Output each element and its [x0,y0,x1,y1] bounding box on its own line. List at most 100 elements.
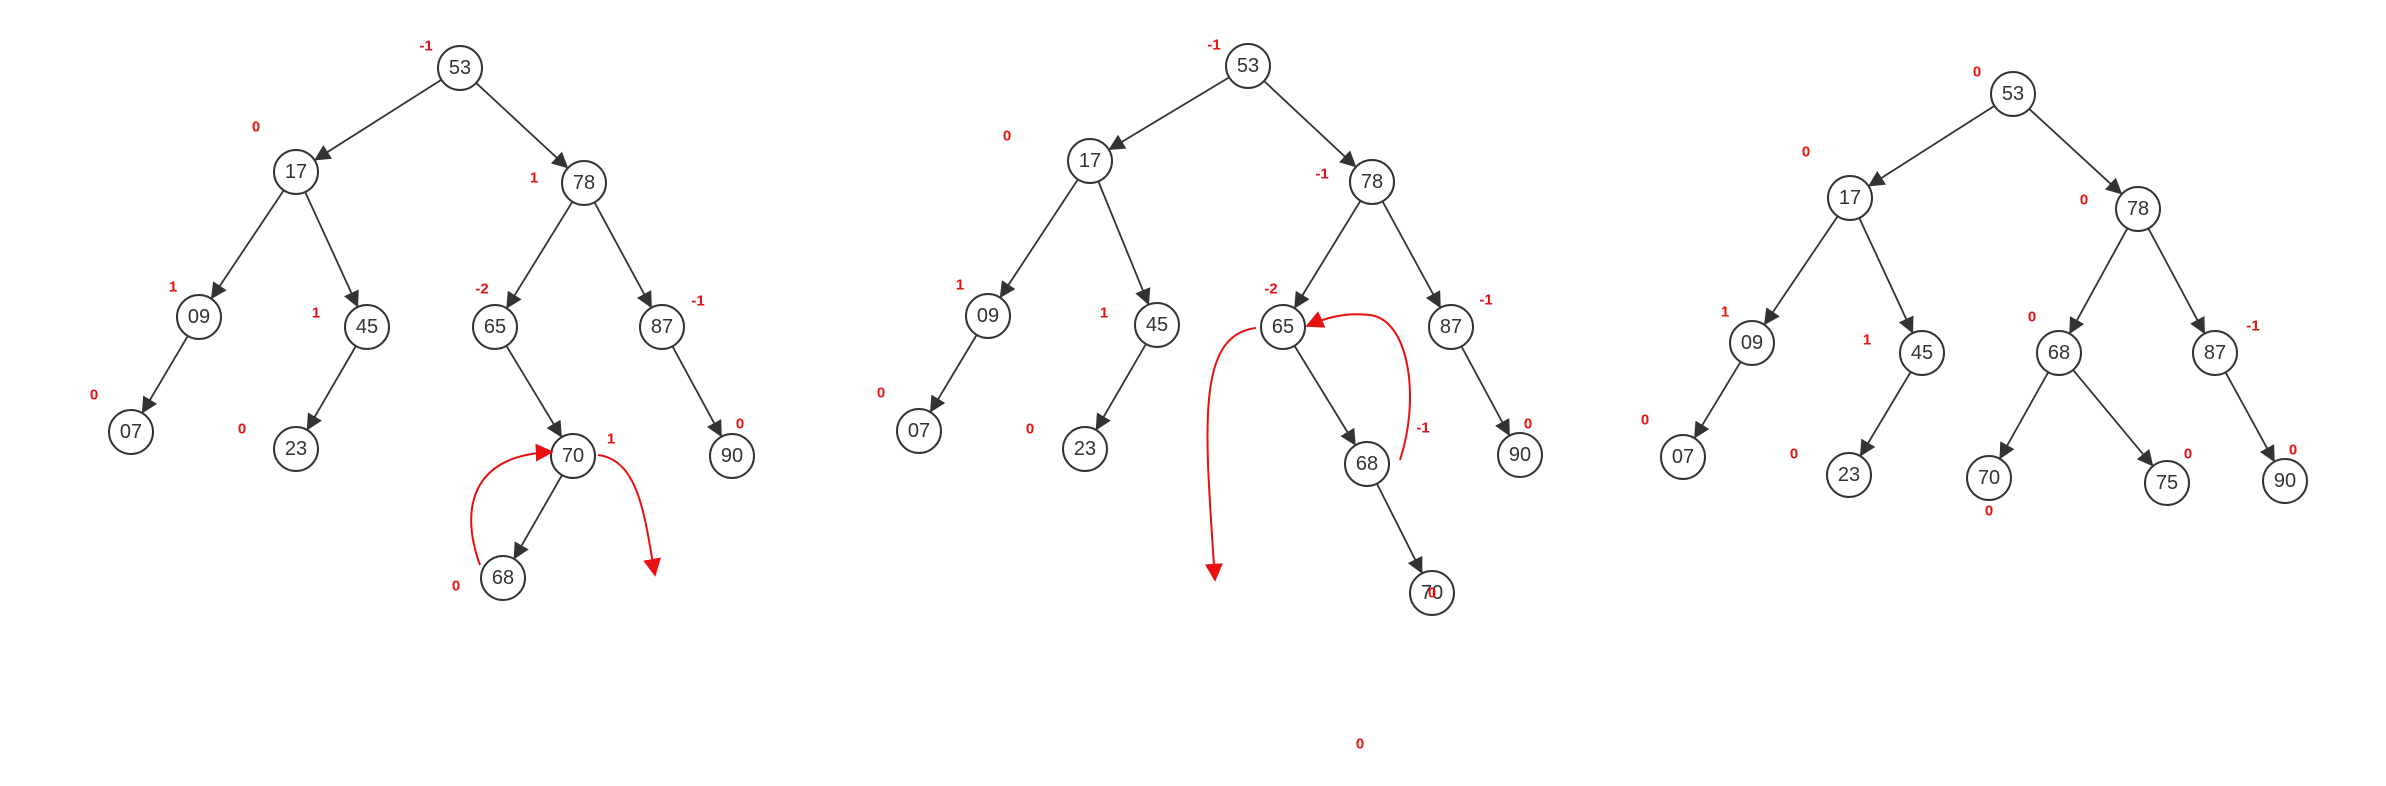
balance-factor: 1 [312,305,320,322]
balance-factor: 0 [90,387,98,404]
tree-node-70: 701 [550,431,615,479]
edge-68-70 [1999,371,2050,460]
tree-node-17: 170 [1003,128,1113,184]
balance-factor: -1 [419,38,432,55]
edge-87-90 [1460,345,1510,437]
tree-node-70: 700 [1966,455,2012,520]
node-circle [2115,186,2161,232]
node-circle [1729,320,1775,366]
p1-rot-right-arrow [597,454,661,577]
edge-09-07 [141,335,189,414]
tree-node-65: 65-2 [472,281,518,350]
edge-78-65 [506,201,574,309]
balance-factor: 1 [530,170,538,187]
node-label: 70 [1421,582,1443,604]
balance-factor: -1 [1207,37,1220,54]
node-circle [480,555,526,601]
balance-factor: -1 [1416,420,1429,437]
tree-node-75: 750 [2144,446,2192,506]
tree-panel-after-first-rotation: 53-117078-109145165-287-107023068-190070… [877,37,1543,616]
node-label: 68 [492,567,514,589]
node-circle [2192,330,2238,376]
tree-node-68: 68 0 [2028,309,2082,376]
node-circle [561,160,607,206]
node-label: 68 [2048,342,2070,364]
node-circle [1966,455,2012,501]
node-circle [1660,434,1706,480]
node-circle [1899,330,1945,376]
balance-factor: 0 [1428,585,1436,602]
tree-node-07: 07 0 [1641,412,1706,480]
node-label: 09 [1741,332,1763,354]
edge-87-90 [2224,371,2275,463]
node-label: 07 [120,421,142,443]
tree-node-53: 530 [1973,64,2036,117]
balance-factor: 0 [2028,309,2036,326]
node-label: 07 [908,420,930,442]
edge-53-78 [1263,80,1357,168]
node-circle [176,294,222,340]
tree-node-90: 900 [2262,442,2308,504]
balance-factor: 0 [1641,412,1649,429]
edge-78-87 [1381,200,1441,309]
balance-factor: 0 [2289,442,2297,459]
node-circle [1428,304,1474,350]
edge-78-87 [2147,227,2205,335]
p2-rot-down-arrow [1204,327,1257,582]
tree-node-17: 170 [1802,144,1873,221]
balance-factor: 0 [1524,416,1532,433]
node-circle [472,304,518,350]
node-label: 90 [721,445,743,467]
tree-node-87: 87-1 [639,293,705,350]
node-label: 17 [285,161,307,183]
tree-node-45: 451 [312,304,390,350]
node-label: 90 [1509,444,1531,466]
tree-node-07: 070 [877,385,942,454]
tree-node-45: 45 1 [1100,302,1180,348]
node-circle [1260,304,1306,350]
tree-node-78: 780 [2080,186,2161,232]
node-circle [1497,432,1543,478]
edge-53-78 [2028,108,2123,195]
edge-53-17 [314,79,442,161]
tree-node-45: 451 [1863,330,1945,376]
node-label: 45 [1146,314,1168,336]
edge-45-23 [1859,371,1912,457]
node-circle [1826,452,1872,498]
balance-factor: -1 [1315,166,1328,183]
node-label: 07 [1672,446,1694,468]
node-label: 09 [977,305,999,327]
node-label: 78 [2127,198,2149,220]
tree-node-78: 78-1 [1315,159,1395,205]
node-label: 70 [562,445,584,467]
node-circle [2036,330,2082,376]
balance-factor: 0 [736,416,744,433]
edge-45-23 [306,345,357,431]
balance-factor: 1 [1100,305,1108,322]
balance-factor: -1 [691,293,704,310]
node-circle [1134,302,1180,348]
edge-17-09 [999,178,1079,299]
node-circle [1349,159,1395,205]
tree-node-53: 53-1 [419,38,483,91]
node-circle [273,149,319,195]
node-label: 17 [1079,150,1101,172]
balance-factor: 0 [1985,503,1993,520]
tree-node-09: 091 [1721,304,1775,366]
balance-factor: -2 [1264,281,1277,298]
node-circle [709,433,755,479]
node-circle [108,409,154,455]
edge-53-17 [1108,76,1230,150]
node-label: 65 [1272,316,1294,338]
node-circle [639,304,685,350]
node-circle [1409,570,1455,616]
tree-node-90: 90 0 [1497,416,1543,478]
edge-70-68 [513,474,563,560]
edge-65-68 [1293,345,1356,446]
edge-65-70 [505,345,562,438]
node-label: 75 [2156,472,2178,494]
node-label: 65 [484,316,506,338]
node-circle [1990,71,2036,117]
